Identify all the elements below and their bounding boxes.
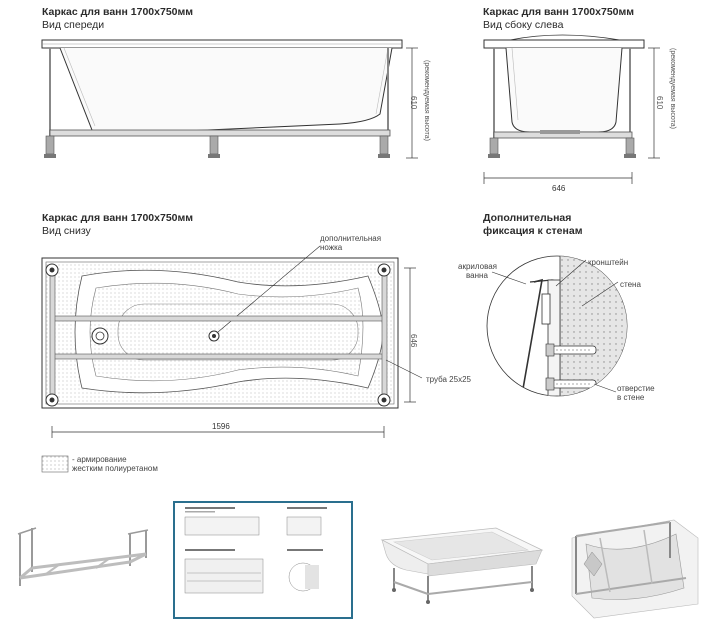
side-width-dim: 646	[552, 184, 566, 193]
legend-line-1: - армирование	[72, 455, 127, 464]
acrylic-label-1: акриловая	[458, 262, 498, 271]
thumbnail-frame-under-tub-photo[interactable]	[566, 508, 706, 619]
bottom-length-dim: 1596	[212, 422, 230, 431]
wall-label: стена	[620, 280, 641, 289]
wall-fix-title-1: Дополнительная	[483, 212, 572, 224]
front-height-dim: 610	[409, 96, 418, 110]
extra-leg-label-2: ножка	[320, 243, 343, 252]
acrylic-label-2: ванна	[466, 271, 488, 280]
legend-line-2: жестким полиуретаном	[72, 464, 158, 473]
reinforcement-swatch	[41, 455, 69, 473]
side-view-drawing	[483, 34, 660, 184]
side-view-subtitle: Вид сбоку слева	[483, 19, 564, 31]
side-height-dim: 610	[655, 96, 664, 110]
hole-label-1: отверстие	[617, 384, 655, 393]
thumbnail-frame-photo[interactable]	[6, 506, 156, 616]
extra-leg-label-1: дополнительная	[320, 234, 382, 243]
front-height-note: (рекомендуемая высота)	[423, 60, 430, 141]
front-view-title: Каркас для ванн 1700х750мм	[42, 6, 194, 18]
wall-fix-title-2: фиксация к стенам	[483, 225, 583, 237]
bracket-label: кронштейн	[588, 258, 629, 267]
bottom-view-title: Каркас для ванн 1700х750мм	[42, 212, 194, 224]
thumbnail-bathtub-photo[interactable]	[376, 510, 546, 620]
front-view-drawing	[41, 39, 418, 159]
hole-label-2: в стене	[617, 393, 645, 402]
bottom-width-dim: 646	[409, 334, 418, 348]
bottom-view-drawing	[41, 245, 423, 438]
side-height-note: (рекомендуемая высота)	[669, 48, 676, 129]
pipe-label: труба 25х25	[426, 375, 471, 384]
wall-fix-drawing	[486, 255, 628, 397]
side-view-title: Каркас для ванн 1700х750мм	[483, 6, 635, 18]
thumbnail-drawing-sheet[interactable]	[173, 501, 353, 619]
front-view-subtitle: Вид спереди	[42, 19, 105, 31]
bottom-view-subtitle: Вид снизу	[42, 225, 91, 237]
